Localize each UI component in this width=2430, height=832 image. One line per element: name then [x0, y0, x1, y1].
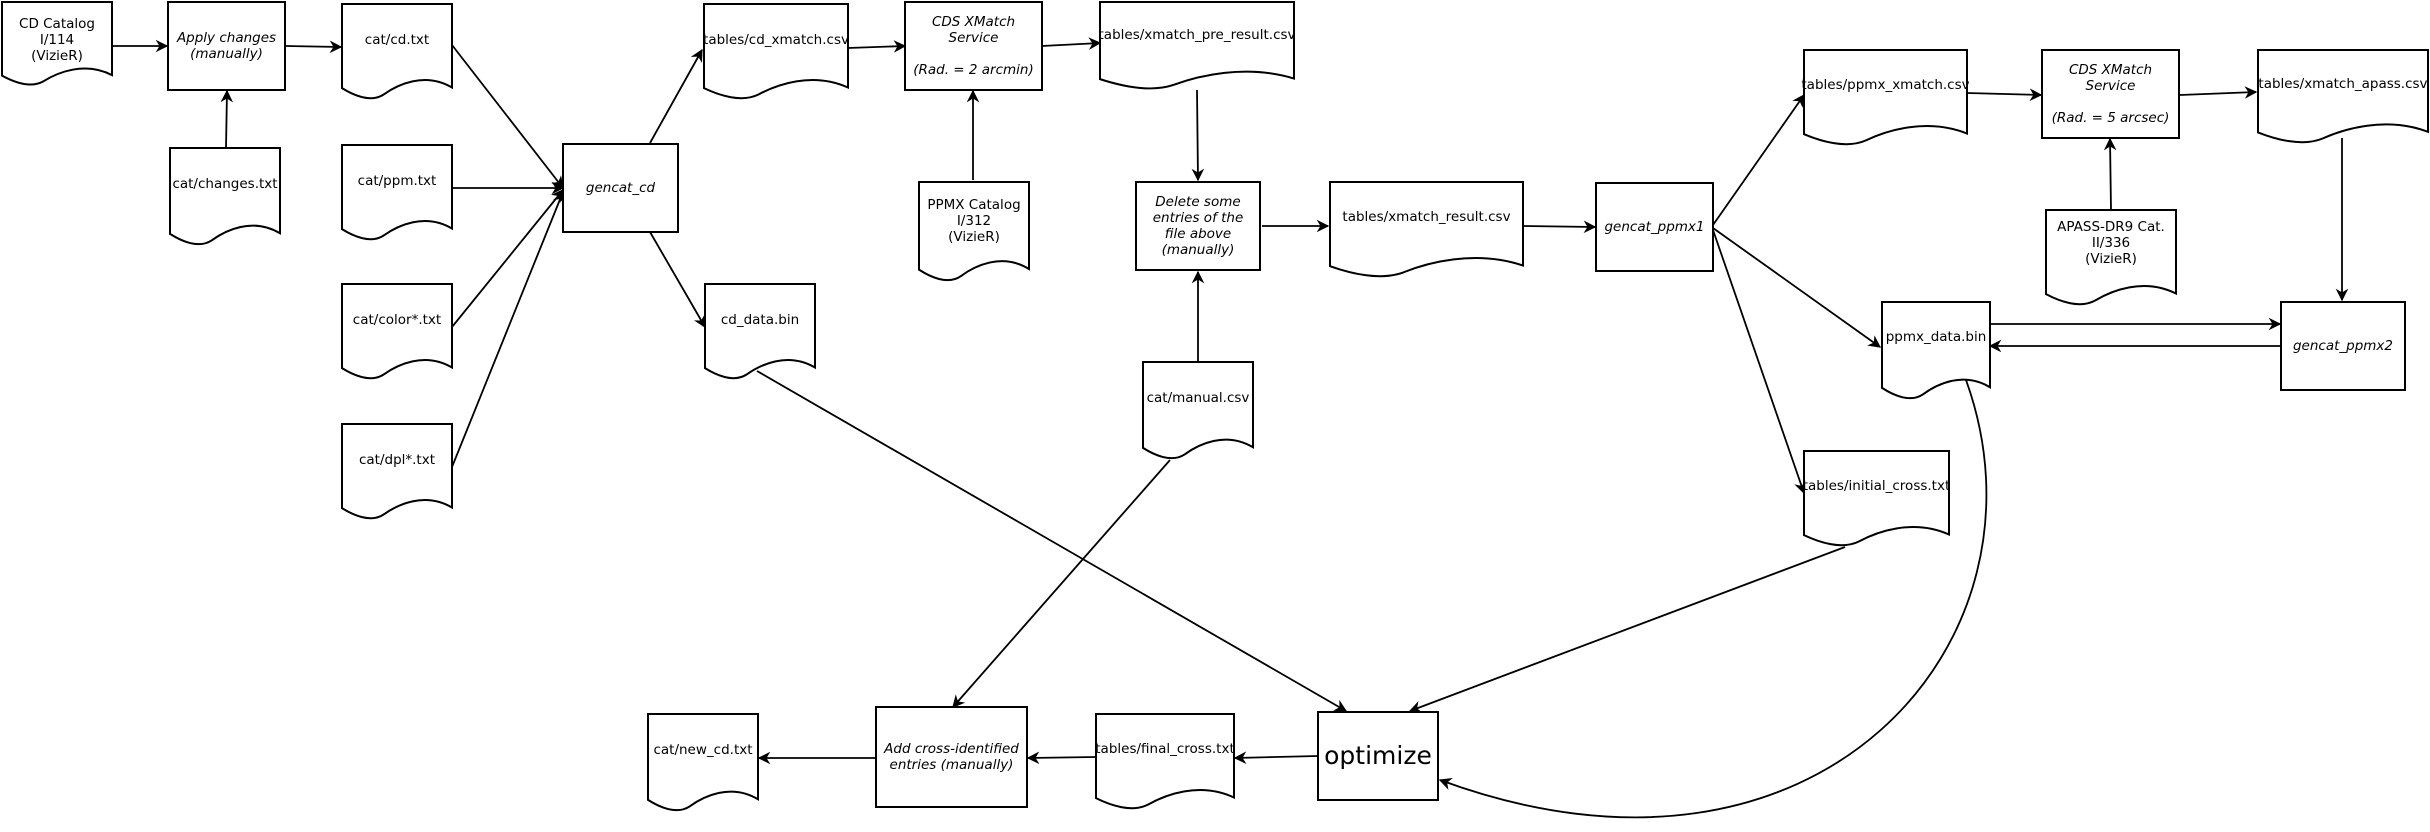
doc-cd-xmatch: [703, 3, 849, 100]
doc-xmatch-pre-result: [1099, 1, 1295, 90]
doc-ppmx-data-bin: [1881, 301, 1991, 400]
doc-cat-color: [341, 283, 453, 380]
doc-cat-manual: [1142, 361, 1254, 460]
box-cds-xmatch-1: [904, 1, 1043, 91]
edge-gencat-cd-to-cd-xmatch: [649, 48, 703, 144]
edge-gencat-ppmx1-to-initial-cross: [1712, 229, 1807, 495]
edge-initial-cross-to-optimize: [1408, 546, 1846, 713]
doc-cat-cd: [341, 3, 453, 100]
edge-cd-data-bin-to-optimize: [756, 370, 1348, 712]
box-delete-entries: [1135, 181, 1261, 271]
edge-pre-result-to-delete: [1191, 89, 1205, 182]
doc-xmatch-apass: [2257, 49, 2429, 144]
doc-initial-cross: [1803, 450, 1950, 547]
doc-xmatch-result: [1329, 181, 1524, 278]
edge-cd-xmatch-to-cds-xmatch: [847, 40, 907, 53]
doc-cat-ppm: [341, 144, 453, 241]
edge-apply-changes-to-cat-cd: [285, 40, 343, 54]
box-apply-changes: [167, 1, 286, 91]
edge-ppmx-xmatch-to-cds-xmatch-2: [1966, 88, 2043, 101]
doc-cd-data-bin: [704, 283, 816, 380]
doc-apass-catalog: [2045, 209, 2177, 306]
edge-cat-changes-to-apply-changes: [220, 89, 234, 149]
edge-cds-xmatch-to-pre-result: [1041, 37, 1102, 50]
edge-gencat-cd-to-cd-data-bin: [649, 231, 706, 329]
edge-ppmx-data-bin-to-optimize: [1438, 379, 1988, 819]
edge-final-cross-to-add-cross: [1026, 751, 1097, 765]
box-gencat-cd: [562, 143, 679, 233]
edge-xmatch-result-to-gencat-ppmx1: [1522, 220, 1597, 234]
box-add-cross: [875, 706, 1028, 808]
box-optimize: [1317, 711, 1439, 801]
doc-cat-changes: [169, 147, 281, 246]
box-gencat-ppmx2: [2280, 301, 2406, 391]
box-gencat-ppmx1: [1595, 182, 1714, 272]
edge-cat-dpl-to-gencat-cd: [451, 190, 565, 468]
box-cds-xmatch-2: [2041, 49, 2180, 139]
doc-cat-dpl: [341, 423, 453, 520]
edge-gencat-ppmx1-to-ppmx-xmatch: [1712, 93, 1805, 226]
edge-apass-to-cds-xmatch-2: [2103, 137, 2117, 211]
doc-ppmx-catalog: [918, 181, 1030, 281]
edge-gencat-ppmx1-to-ppmx-data-bin: [1712, 227, 1882, 348]
edge-manual-to-add-cross: [952, 459, 1171, 708]
edge-cds-xmatch-2-to-xmatch-apass: [2179, 86, 2258, 99]
doc-final-cross: [1095, 713, 1235, 810]
edge-cat-color-to-gencat-cd: [451, 189, 564, 328]
doc-new-cd: [647, 713, 759, 812]
edge-cat-cd-to-gencat-cd: [451, 44, 564, 189]
doc-cd-catalog: [1, 1, 113, 86]
edge-optimize-to-final-cross: [1233, 751, 1319, 765]
doc-ppmx-xmatch: [1803, 49, 1968, 146]
